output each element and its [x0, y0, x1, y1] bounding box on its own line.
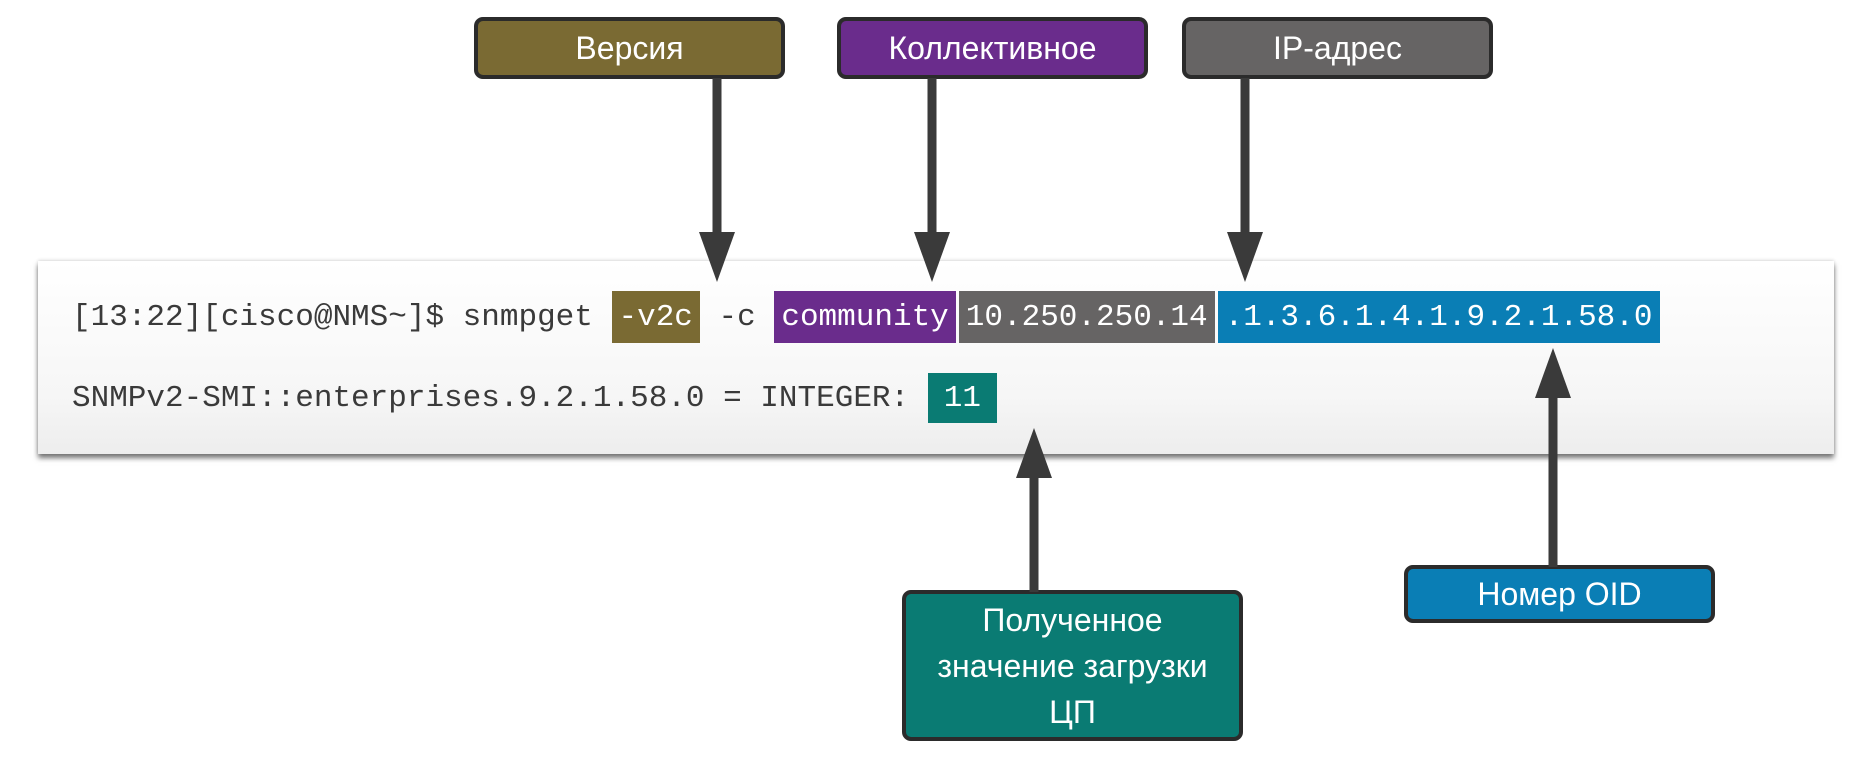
cpu-value-callout-label: Полученное значение загрузки ЦП: [937, 601, 1208, 730]
result-value: 11: [927, 373, 997, 423]
oid-number: .1.3.6.1.4.1.9.2.1.58.0: [1217, 291, 1660, 343]
result-prefix: SNMPv2-SMI::enterprises.9.2.1.58.0 = INT…: [72, 380, 928, 416]
version-callout-label: Версия: [575, 29, 684, 66]
oid-callout: Номер OID: [1404, 565, 1715, 623]
ip-address: 10.250.250.14: [958, 291, 1215, 343]
community-callout-label: Коллективное: [888, 29, 1097, 66]
community-flag: -c: [699, 299, 775, 335]
community-callout: Коллективное: [837, 17, 1148, 79]
oid-callout-label: Номер OID: [1477, 575, 1642, 612]
ip-address-arrow: [1227, 78, 1263, 282]
result-line: SNMPv2-SMI::enterprises.9.2.1.58.0 = INT…: [72, 373, 997, 423]
community-arrow: [914, 78, 950, 282]
ip-address-callout-label: IP-адрес: [1273, 29, 1402, 66]
version-flag: -v2c: [611, 291, 700, 343]
command-line: [13:22][cisco@NMS~]$ snmpget -v2c -c com…: [72, 291, 1660, 343]
version-arrow: [699, 78, 735, 282]
terminal-panel: [13:22][cisco@NMS~]$ snmpget -v2c -c com…: [38, 261, 1834, 454]
ip-address-callout: IP-адрес: [1182, 17, 1493, 79]
command-prompt: [13:22][cisco@NMS~]$ snmpget: [72, 299, 612, 335]
version-callout: Версия: [474, 17, 785, 79]
community-string: community: [774, 291, 956, 343]
cpu-value-callout: Полученное значение загрузки ЦП: [902, 590, 1243, 741]
